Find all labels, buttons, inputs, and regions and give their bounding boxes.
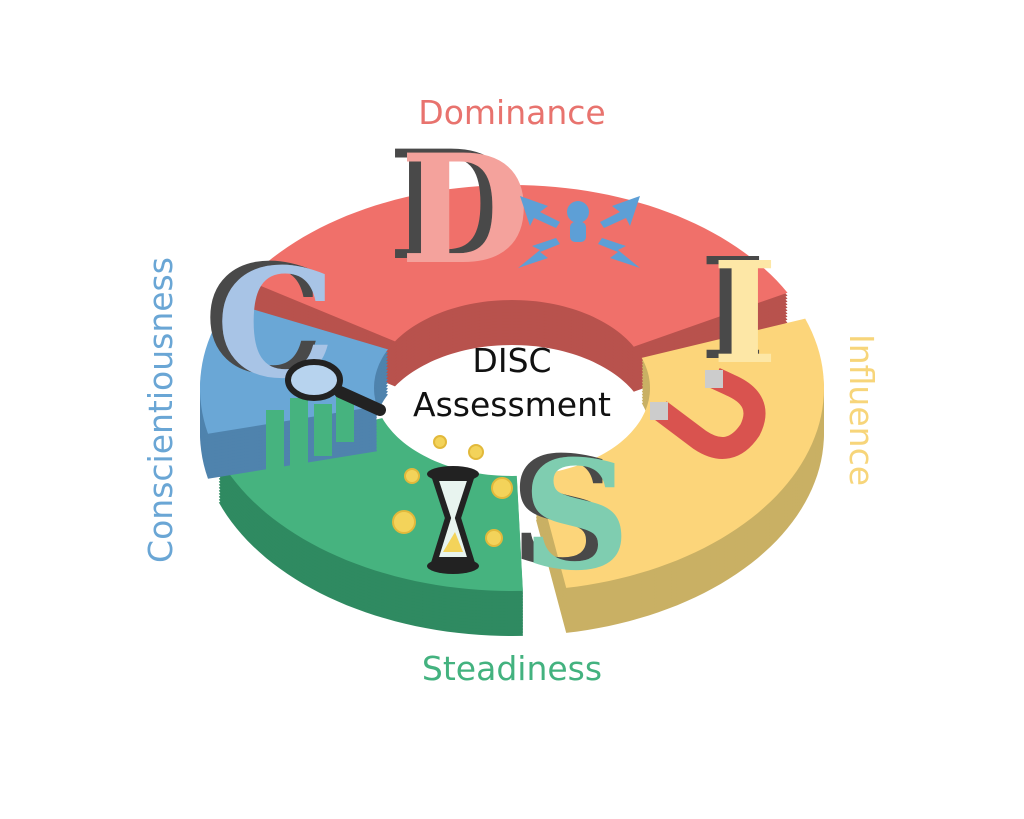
bar-chart-icon	[266, 396, 354, 480]
magnifier-icon	[285, 359, 386, 416]
segment-dominance	[247, 185, 788, 347]
letter-i: I	[712, 232, 778, 396]
hourglass-icon	[427, 466, 479, 574]
label-conscientiousness: Conscientiousness	[141, 257, 180, 563]
label-dominance: Dominance	[418, 93, 605, 132]
center-title-line1: DISC	[472, 341, 551, 380]
letter-d: D	[400, 122, 530, 298]
letter-s: S	[522, 428, 630, 604]
label-steadiness: Steadiness	[422, 649, 602, 688]
label-influence: Influence	[842, 334, 881, 486]
magnet-icon	[650, 368, 766, 459]
arrows-person-icon	[518, 196, 640, 268]
coins-icon	[392, 435, 513, 547]
center-title-line2: Assessment	[413, 385, 611, 424]
